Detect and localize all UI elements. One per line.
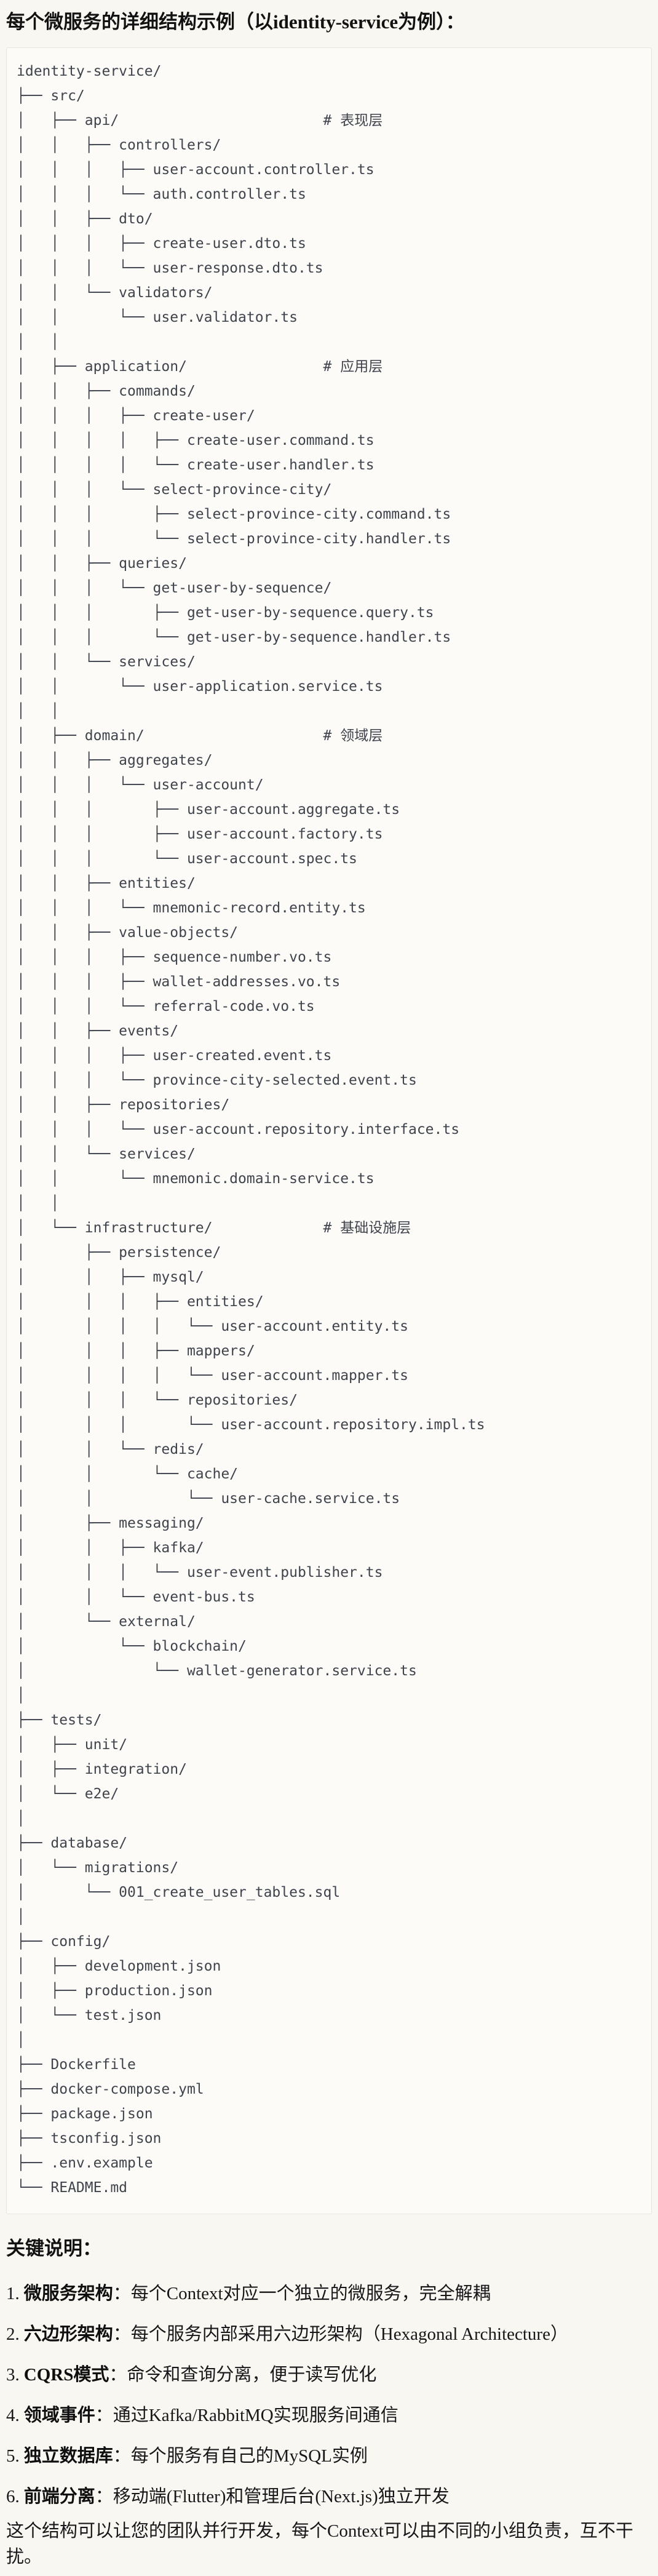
note-colon: ： (95, 2405, 113, 2425)
note-number: 3. (6, 2364, 20, 2385)
note-term: CQRS模式 (23, 2364, 109, 2385)
note-item-microservice: 1.微服务架构：每个Context对应一个独立的微服务，完全解耦 (6, 2281, 652, 2307)
note-term: 微服务架构 (23, 2283, 113, 2303)
note-item-domain-events: 4.领域事件：通过Kafka/RabbitMQ实现服务间通信 (6, 2403, 652, 2428)
note-description: 移动端(Flutter)和管理后台(Next.js)独立开发 (113, 2486, 450, 2506)
note-term: 六边形架构 (23, 2324, 113, 2344)
note-colon: ： (109, 2364, 127, 2385)
note-term: 独立数据库 (23, 2446, 113, 2466)
note-number: 5. (6, 2446, 20, 2466)
note-item-frontend: 6.前端分离：移动端(Flutter)和管理后台(Next.js)独立开发 (6, 2484, 652, 2510)
note-item-database: 5.独立数据库：每个服务有自己的MySQL实例 (6, 2443, 652, 2469)
page-title: 每个微服务的详细结构示例（以identity-service为例）： (6, 11, 465, 33)
note-term: 领域事件 (23, 2405, 95, 2425)
note-number: 6. (6, 2486, 20, 2506)
note-number: 4. (6, 2405, 20, 2425)
closing-paragraph: 这个结构可以让您的团队并行开发，每个Context可以由不同的小组负责，互不干扰… (6, 2521, 633, 2567)
note-number: 2. (6, 2324, 20, 2344)
note-colon: ： (95, 2486, 113, 2506)
code-block: identity-service/ ├── src/ │ ├── api/ # … (6, 47, 652, 2215)
note-item-cqrs: 3.CQRS模式：命令和查询分离，便于读写优化 (6, 2362, 652, 2388)
note-colon: ： (113, 2283, 131, 2303)
note-description: 每个服务内部采用六边形架构（Hexagonal Architecture） (130, 2324, 568, 2344)
note-description: 每个服务有自己的MySQL实例 (130, 2446, 368, 2466)
note-description: 每个Context对应一个独立的微服务，完全解耦 (130, 2283, 491, 2303)
note-colon: ： (113, 2324, 131, 2344)
note-item-hexagonal: 2.六边形架构：每个服务内部采用六边形架构（Hexagonal Architec… (6, 2321, 652, 2347)
directory-tree: identity-service/ ├── src/ │ ├── api/ # … (17, 63, 485, 2196)
note-description: 通过Kafka/RabbitMQ实现服务间通信 (113, 2405, 398, 2425)
notes-heading: 关键说明： (6, 2238, 101, 2260)
note-colon: ： (113, 2446, 131, 2466)
note-description: 命令和查询分离，便于读写优化 (127, 2364, 377, 2385)
note-term: 前端分离 (23, 2486, 95, 2506)
note-number: 1. (6, 2283, 20, 2303)
